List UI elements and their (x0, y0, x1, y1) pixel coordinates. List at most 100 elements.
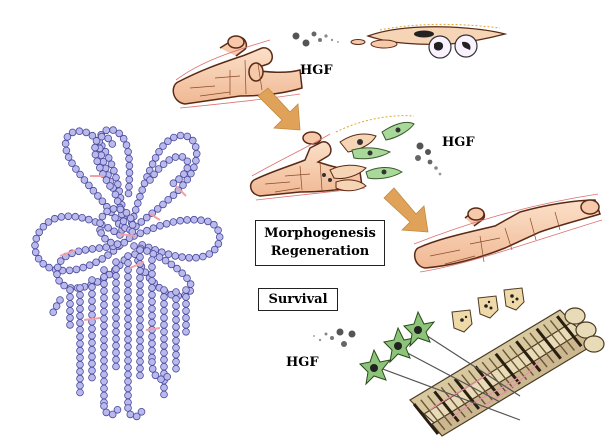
amino-acid-bead (100, 342, 108, 351)
amino-acid-bead (111, 190, 120, 199)
amino-acid-bead (100, 391, 108, 400)
amino-acid-bead (122, 209, 131, 217)
amino-acid-bead (39, 259, 47, 268)
amino-acid-bead (96, 219, 104, 227)
amino-acid-bead (185, 253, 193, 262)
amino-acid-bead (159, 200, 167, 209)
amino-acid-bead (136, 329, 144, 338)
amino-acid-bead (104, 251, 112, 259)
amino-acid-bead (151, 371, 160, 380)
amino-acid-bead (156, 222, 164, 230)
amino-acid-bead (82, 128, 90, 137)
amino-acid-bead (175, 175, 183, 183)
amino-acid-bead (124, 404, 132, 412)
amino-acid-bead (76, 319, 84, 327)
amino-acid-bead (190, 215, 198, 224)
amino-acid-bead (112, 348, 120, 357)
amino-acid-bead (76, 374, 84, 383)
amino-acid-bead (148, 346, 156, 355)
amino-acid-bead (76, 346, 84, 355)
amino-acid-bead (146, 176, 154, 184)
amino-acid-bead (80, 176, 89, 184)
hgf-dots-top (292, 31, 339, 47)
amino-acid-bead (68, 159, 76, 168)
amino-acid-bead (150, 170, 158, 179)
amino-acid-bead (66, 321, 74, 329)
amino-acid-bead (112, 306, 120, 315)
amino-acid-bead (190, 163, 198, 172)
muscle-striation (549, 319, 575, 351)
amino-acid-bead (151, 154, 160, 162)
amino-acid-bead (134, 199, 142, 208)
amino-acid-bead (172, 350, 180, 359)
amino-acid-bead (92, 137, 101, 145)
amino-acid-bead (107, 238, 115, 247)
amino-acid-bead (81, 246, 90, 254)
amino-acid-bead (160, 362, 168, 371)
amino-acid-bead (183, 164, 192, 172)
amino-acid-bead (76, 353, 84, 362)
amino-acid-bead (153, 205, 162, 213)
disulfide-bond (59, 249, 77, 257)
amino-acid-bead (125, 182, 133, 191)
amino-acid-bead (116, 205, 125, 214)
amino-acid-bead (149, 224, 158, 233)
arrow-1 (257, 87, 301, 131)
glial-cells (451, 287, 525, 333)
disulfide-bond (145, 327, 161, 331)
amino-acid-bead (104, 154, 113, 162)
amino-acid-bead (128, 228, 137, 236)
amino-acid-bead (172, 364, 180, 373)
amino-acid-bead (79, 263, 87, 272)
amino-acid-bead (159, 142, 167, 150)
amino-acid-bead (39, 222, 48, 231)
amino-acid-bead (183, 216, 191, 224)
amino-acid-bead (160, 293, 168, 301)
amino-acid-bead (137, 218, 146, 226)
amino-acid-bead (66, 286, 74, 294)
amino-acid-bead (109, 205, 118, 213)
amino-acid-bead (164, 137, 172, 146)
amino-acid-bead (136, 253, 144, 261)
amino-acid-bead (124, 328, 132, 337)
amino-acid-bead (88, 311, 96, 319)
amino-acid-bead (161, 256, 170, 265)
amino-acid-bead (182, 300, 190, 308)
amino-acid-bead (96, 164, 104, 172)
amino-acid-bead (100, 384, 108, 393)
amino-acid-bead (92, 258, 100, 267)
amino-acid-bead (124, 349, 132, 358)
amino-acid-bead (136, 357, 144, 366)
survival-box: Survival (258, 288, 338, 311)
amino-acid-bead (140, 179, 149, 188)
amino-acid-bead (163, 372, 172, 381)
amino-acid-bead (34, 254, 43, 263)
amino-acid-bead (112, 265, 120, 273)
amino-acid-bead (172, 295, 180, 303)
amino-acid-bead (126, 214, 135, 223)
amino-acid-bead (112, 362, 120, 371)
amino-acid-bead (110, 227, 118, 236)
amino-acid-bead (72, 265, 81, 274)
amino-acid-bead (124, 342, 132, 351)
amino-acid-bead (136, 246, 144, 254)
amino-acid-bead (124, 391, 132, 400)
amino-acid-bead (204, 217, 212, 226)
amino-acid-bead (136, 294, 144, 303)
hgf-label-bottom: HGF (286, 355, 319, 370)
amino-acid-bead (53, 263, 62, 272)
amino-acid-bead (112, 293, 120, 301)
amino-acid-bead (125, 161, 134, 170)
amino-acid-bead (44, 218, 53, 226)
amino-acid-bead (162, 220, 171, 228)
muscle-striation (427, 395, 453, 427)
amino-acid-bead (172, 357, 180, 366)
amino-acid-bead (160, 286, 168, 294)
amino-acid-bead (100, 349, 108, 358)
amino-acid-bead (64, 153, 73, 161)
amino-acid-bead (100, 294, 108, 302)
amino-acid-bead (122, 141, 131, 149)
amino-acid-bead (98, 197, 107, 206)
amino-acid-bead (57, 213, 66, 221)
